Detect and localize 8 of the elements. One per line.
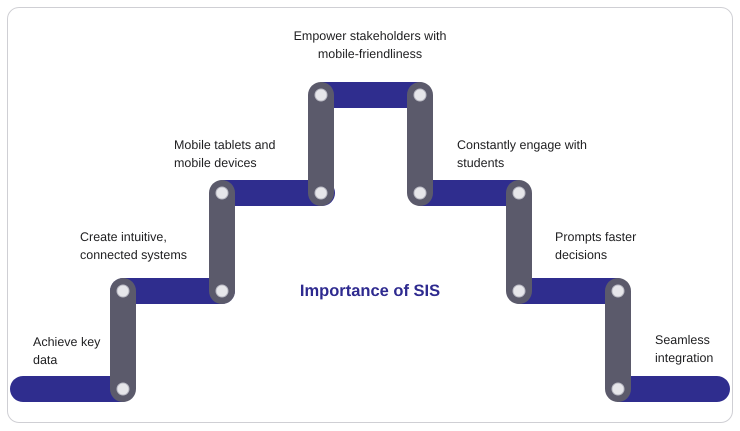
step-label: Constantly engage with students [457, 137, 587, 172]
diagram-title: Importance of SIS [298, 282, 442, 301]
step-label: Achieve key data [33, 334, 102, 369]
step-label: Empower stakeholders with mobile-friendliness [292, 28, 448, 63]
step-label: Create intuitive, connected systems [80, 229, 188, 264]
step-label: Prompts faster decisions [555, 229, 638, 264]
step-label: Mobile tablets and mobile devices [174, 137, 276, 172]
step-label: Seamless integration [655, 332, 714, 367]
